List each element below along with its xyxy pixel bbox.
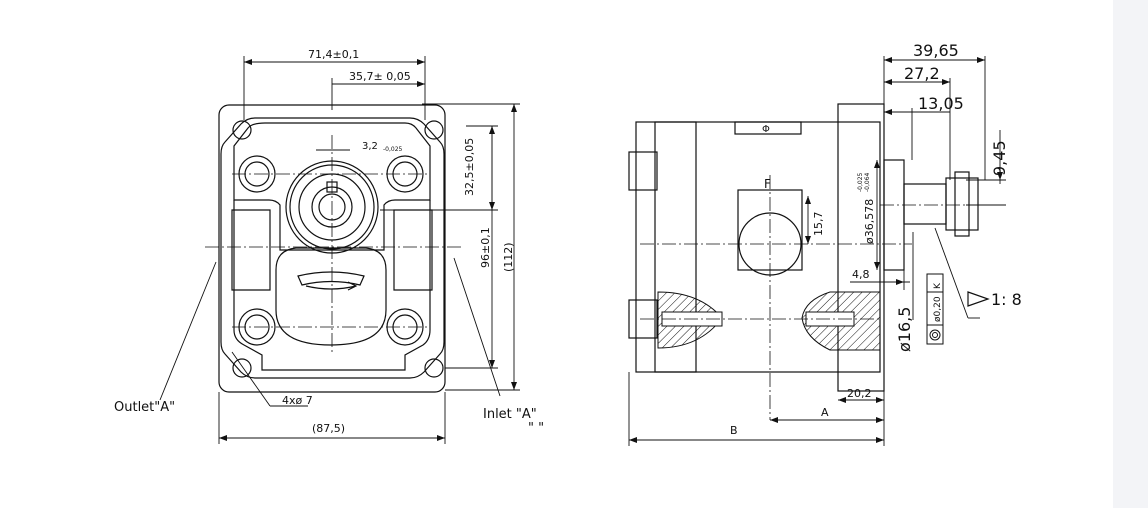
phi-symbol: Φ <box>762 124 770 135</box>
dim-shaft: ø16,5 <box>895 307 914 352</box>
dim-945: 9,45 <box>990 140 1009 176</box>
tolerance-datum: K <box>933 282 943 289</box>
label-a: A <box>821 406 829 419</box>
lower-plate <box>233 200 431 371</box>
front-centerlines <box>205 135 462 355</box>
side-hatching <box>657 291 881 351</box>
dim-272: 27,2 <box>904 64 940 83</box>
label-inlet: Inlet "A" <box>483 407 537 422</box>
side-panel <box>1113 0 1148 508</box>
front-dimensions <box>159 56 520 444</box>
side-pilot <box>883 159 905 271</box>
dim-half-flange: 35,7± 0,05 <box>349 70 411 83</box>
mount-hole-bl <box>232 358 252 378</box>
dim-1305: 13,05 <box>918 94 964 113</box>
mount-hole-br <box>424 358 444 378</box>
dim-pilot-tol-bottom: -0,064 <box>864 172 871 192</box>
dim-total-height: (112) <box>502 242 515 272</box>
side-view <box>628 103 979 392</box>
dim-pilot-tol-top: -0,025 <box>857 172 864 192</box>
dim-key-width: 3,2 <box>362 141 378 152</box>
dim-3965: 39,65 <box>913 41 959 60</box>
left-lobe <box>231 209 271 291</box>
right-lobe <box>393 209 433 291</box>
taper-ratio: 1: 8 <box>991 290 1022 309</box>
side-nut-washer <box>954 171 970 237</box>
tolerance-frame <box>926 273 944 345</box>
side-shaft <box>903 183 947 225</box>
tolerance-value: ø0,20 <box>933 296 943 322</box>
label-outlet: Outlet"A" <box>114 400 175 415</box>
side-arrowheads <box>629 57 1003 443</box>
front-arrowheads <box>219 59 517 441</box>
central-boss <box>275 247 387 346</box>
rotation-arrow <box>305 281 358 291</box>
dim-48: 4,8 <box>852 268 870 281</box>
dim-bolt-spacing: 96±0,1 <box>479 227 492 268</box>
dim-shaft-height: 32,5±0,05 <box>463 138 476 196</box>
mount-hole-tl <box>232 120 252 140</box>
inner-plate <box>233 122 431 251</box>
dim-202: 20,2 <box>847 387 872 400</box>
label-inlet-sub: " " <box>528 421 544 436</box>
label-f: F <box>764 177 771 191</box>
side-dimensions <box>628 56 1006 446</box>
dim-holes: 4xø 7 <box>282 394 313 407</box>
dim-pilot: ø36,578 <box>863 199 876 244</box>
dim-width-flange: 71,4±0,1 <box>308 48 359 61</box>
dim-total-width: (87,5) <box>312 422 345 435</box>
side-nut <box>945 177 979 231</box>
label-b: B <box>730 424 738 437</box>
taper-symbol <box>967 291 990 307</box>
dim-key-tolerance: -0,025 <box>383 146 403 153</box>
rotation-slot <box>297 271 365 286</box>
side-top-tab <box>734 121 802 135</box>
side-port-left-top <box>628 151 658 191</box>
flange-outline <box>220 117 445 379</box>
dim-157: 15,7 <box>812 212 825 237</box>
mount-hole-tr <box>424 120 444 140</box>
